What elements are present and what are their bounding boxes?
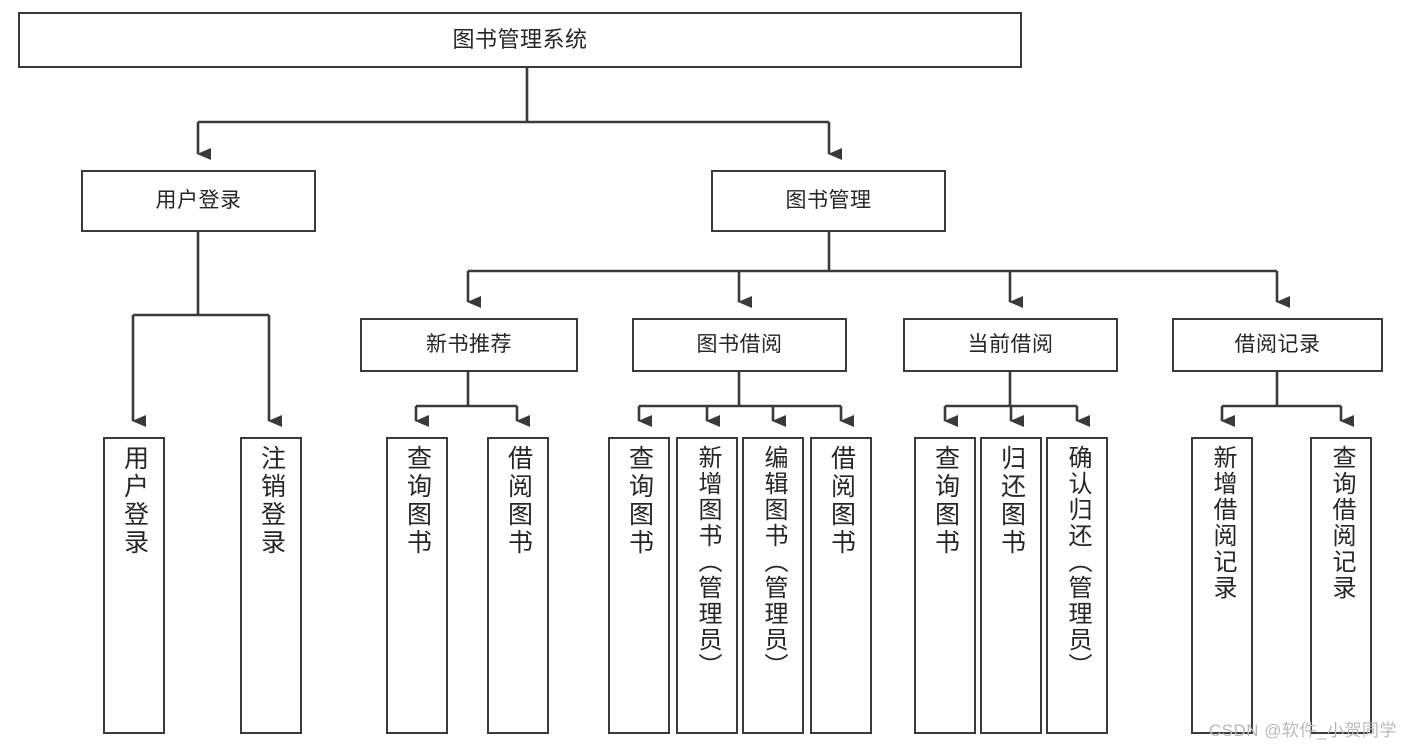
node-book-manage[interactable]: 图书管理 <box>711 170 946 232</box>
leaf-book-borrow-3-label: 编辑图书（管理员） <box>760 445 787 679</box>
leaf-new-book-2[interactable]: 借阅图书 <box>487 437 549 734</box>
leaf-current-borrow-2[interactable]: 归还图书 <box>980 437 1042 734</box>
node-current-borrow-label: 当前借阅 <box>967 332 1054 356</box>
leaf-user-login-1[interactable]: 用户登录 <box>103 437 165 734</box>
leaf-borrow-record-1[interactable]: 新增借阅记录 <box>1191 437 1253 734</box>
leaf-book-borrow-4-label: 借阅图书 <box>827 445 856 557</box>
node-new-book-recommend-label: 新书推荐 <box>426 332 512 356</box>
node-new-book-recommend[interactable]: 新书推荐 <box>360 318 578 372</box>
leaf-new-book-1[interactable]: 查询图书 <box>386 437 448 734</box>
node-root[interactable]: 图书管理系统 <box>18 12 1022 68</box>
leaf-current-borrow-2-label: 归还图书 <box>997 445 1026 557</box>
leaf-borrow-record-1-label: 新增借阅记录 <box>1209 445 1236 601</box>
leaf-user-login-2-label: 注销登录 <box>257 445 286 557</box>
leaf-current-borrow-1[interactable]: 查询图书 <box>914 437 976 734</box>
node-book-borrow-label: 图书借阅 <box>696 332 783 356</box>
node-current-borrow[interactable]: 当前借阅 <box>903 318 1118 372</box>
node-borrow-record[interactable]: 借阅记录 <box>1172 318 1383 372</box>
leaf-current-borrow-3-label: 确认归还（管理员） <box>1064 445 1091 679</box>
leaf-user-login-2[interactable]: 注销登录 <box>240 437 302 734</box>
node-book-manage-label: 图书管理 <box>785 188 872 212</box>
leaf-new-book-2-label: 借阅图书 <box>504 445 533 557</box>
node-root-label: 图书管理系统 <box>452 27 588 53</box>
leaf-book-borrow-2[interactable]: 新增图书（管理员） <box>676 437 738 734</box>
leaf-borrow-record-2-label: 查询借阅记录 <box>1328 445 1355 601</box>
leaf-book-borrow-1[interactable]: 查询图书 <box>608 437 670 734</box>
node-user-login[interactable]: 用户登录 <box>81 170 316 232</box>
leaf-current-borrow-3[interactable]: 确认归还（管理员） <box>1046 437 1108 734</box>
watermark-label: CSDN @软件_小贺同学 <box>1208 721 1397 740</box>
node-user-login-label: 用户登录 <box>155 188 242 212</box>
leaf-book-borrow-4[interactable]: 借阅图书 <box>810 437 872 734</box>
leaf-borrow-record-2[interactable]: 查询借阅记录 <box>1310 437 1372 734</box>
leaf-current-borrow-1-label: 查询图书 <box>931 445 960 557</box>
leaf-user-login-1-label: 用户登录 <box>120 445 149 557</box>
leaf-book-borrow-3[interactable]: 编辑图书（管理员） <box>742 437 804 734</box>
leaf-book-borrow-1-label: 查询图书 <box>625 445 654 557</box>
leaf-new-book-1-label: 查询图书 <box>403 445 432 557</box>
node-borrow-record-label: 借阅记录 <box>1234 332 1321 356</box>
leaf-book-borrow-2-label: 新增图书（管理员） <box>694 445 721 679</box>
node-book-borrow[interactable]: 图书借阅 <box>632 318 847 372</box>
